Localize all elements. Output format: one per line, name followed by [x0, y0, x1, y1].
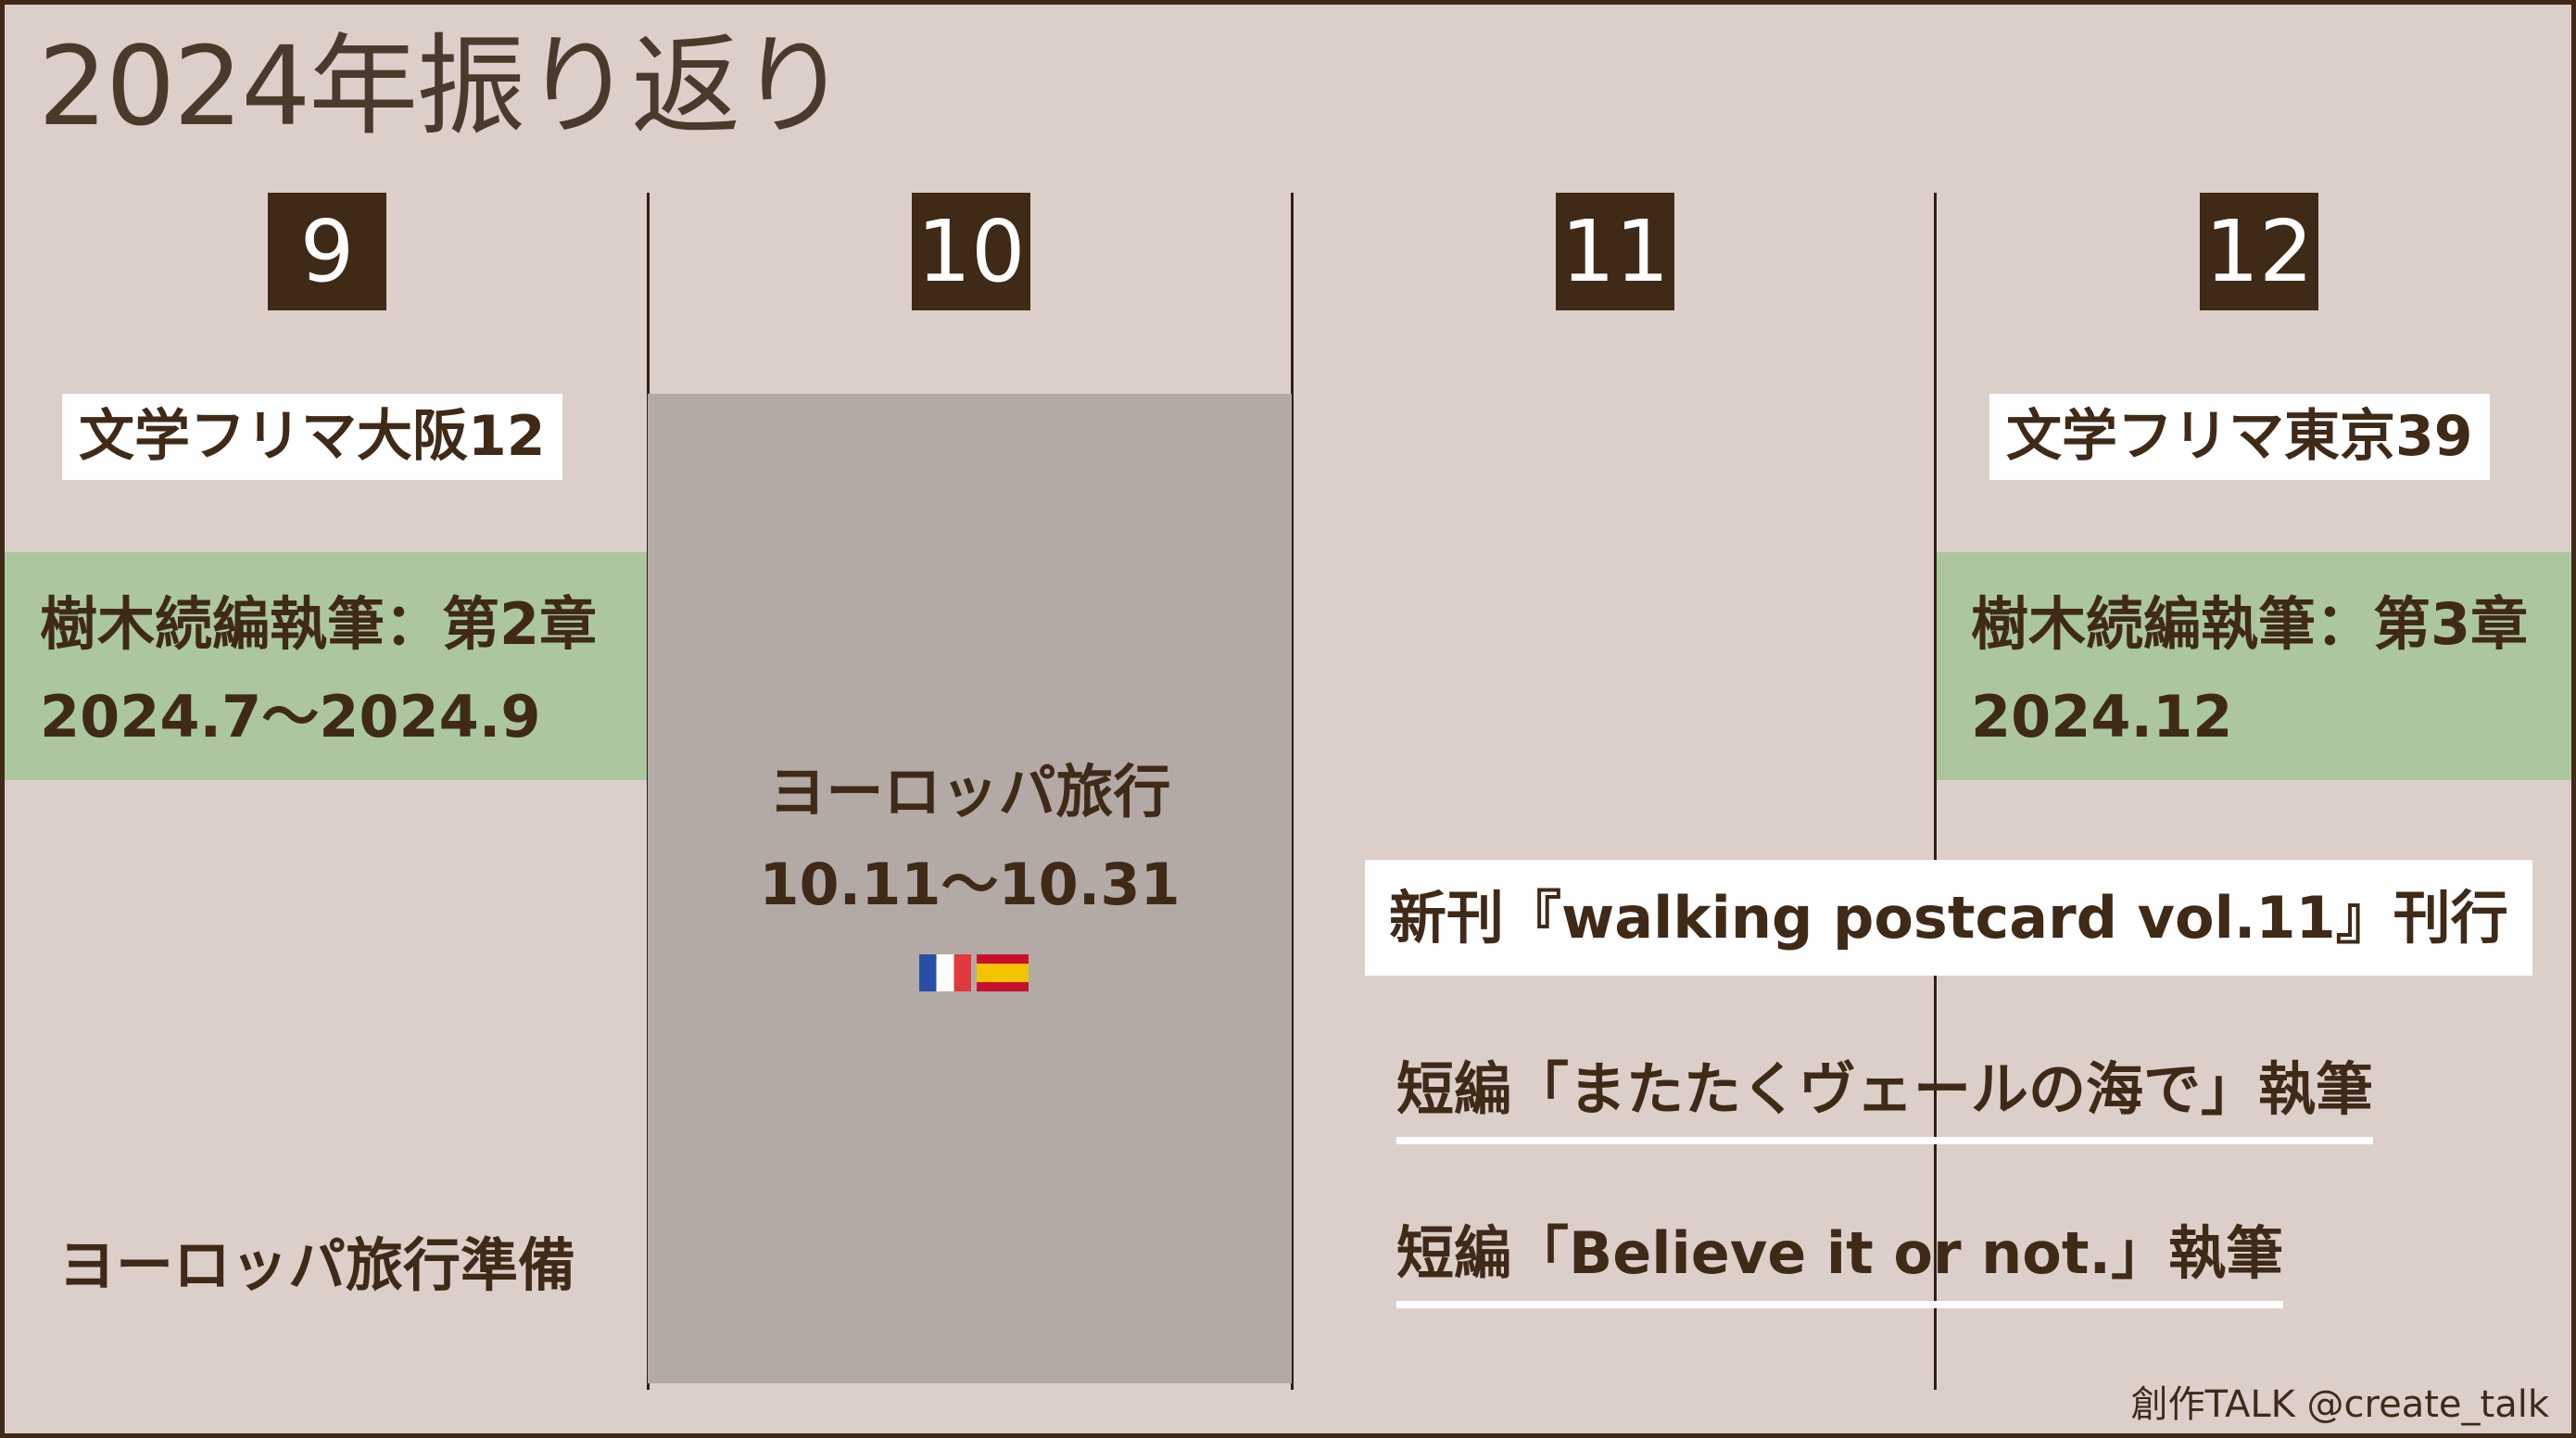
footer-credit: 創作TALK @create_talk: [2130, 1383, 2549, 1426]
trip-flags: [916, 954, 1031, 991]
writing-title-chapter2: 樹木続編執筆：第2章: [40, 590, 598, 658]
writing-period-chapter2: 2024.7〜2024.9: [40, 683, 541, 751]
writing-band-chapter3: 樹木続編執筆：第3章 2024.12: [1937, 552, 2571, 780]
trip-label: ヨーロッパ旅行 10.11〜10.31: [648, 746, 1292, 931]
france-flag-icon: [919, 954, 971, 991]
writing-band-chapter2: 樹木続編執筆：第2章 2024.7〜2024.9: [5, 552, 647, 780]
column-divider: [1291, 193, 1294, 1390]
event-bunfree-tokyo: 文学フリマ東京39: [1989, 394, 2490, 480]
trip-title: ヨーロッパ旅行: [768, 758, 1171, 826]
month-badge-september: 9: [268, 193, 386, 310]
short-story-veil: 短編「またたくヴェールの海で」執筆: [1396, 1042, 2374, 1144]
page-title: 2024年振り返り: [38, 22, 848, 150]
trip-period-block: [648, 394, 1292, 1383]
spain-flag-icon: [977, 954, 1029, 991]
month-badge-october: 10: [912, 193, 1030, 310]
short-story-believe: 短編「Believe it or not.」執筆: [1396, 1206, 2284, 1308]
trip-preparation-label: ヨーロッパ旅行準備: [58, 1231, 576, 1299]
writing-period-chapter3: 2024.12: [1971, 683, 2233, 751]
writing-title-chapter3: 樹木続編執筆：第3章: [1971, 590, 2529, 658]
trip-dates: 10.11〜10.31: [759, 851, 1181, 918]
month-badge-november: 11: [1556, 193, 1674, 310]
column-divider: [1934, 193, 1937, 1390]
event-bunfree-osaka: 文学フリマ大阪12: [62, 394, 562, 480]
month-badge-december: 12: [2200, 193, 2318, 310]
publication-box: 新刊『walking postcard vol.11』刊行: [1365, 860, 2532, 976]
